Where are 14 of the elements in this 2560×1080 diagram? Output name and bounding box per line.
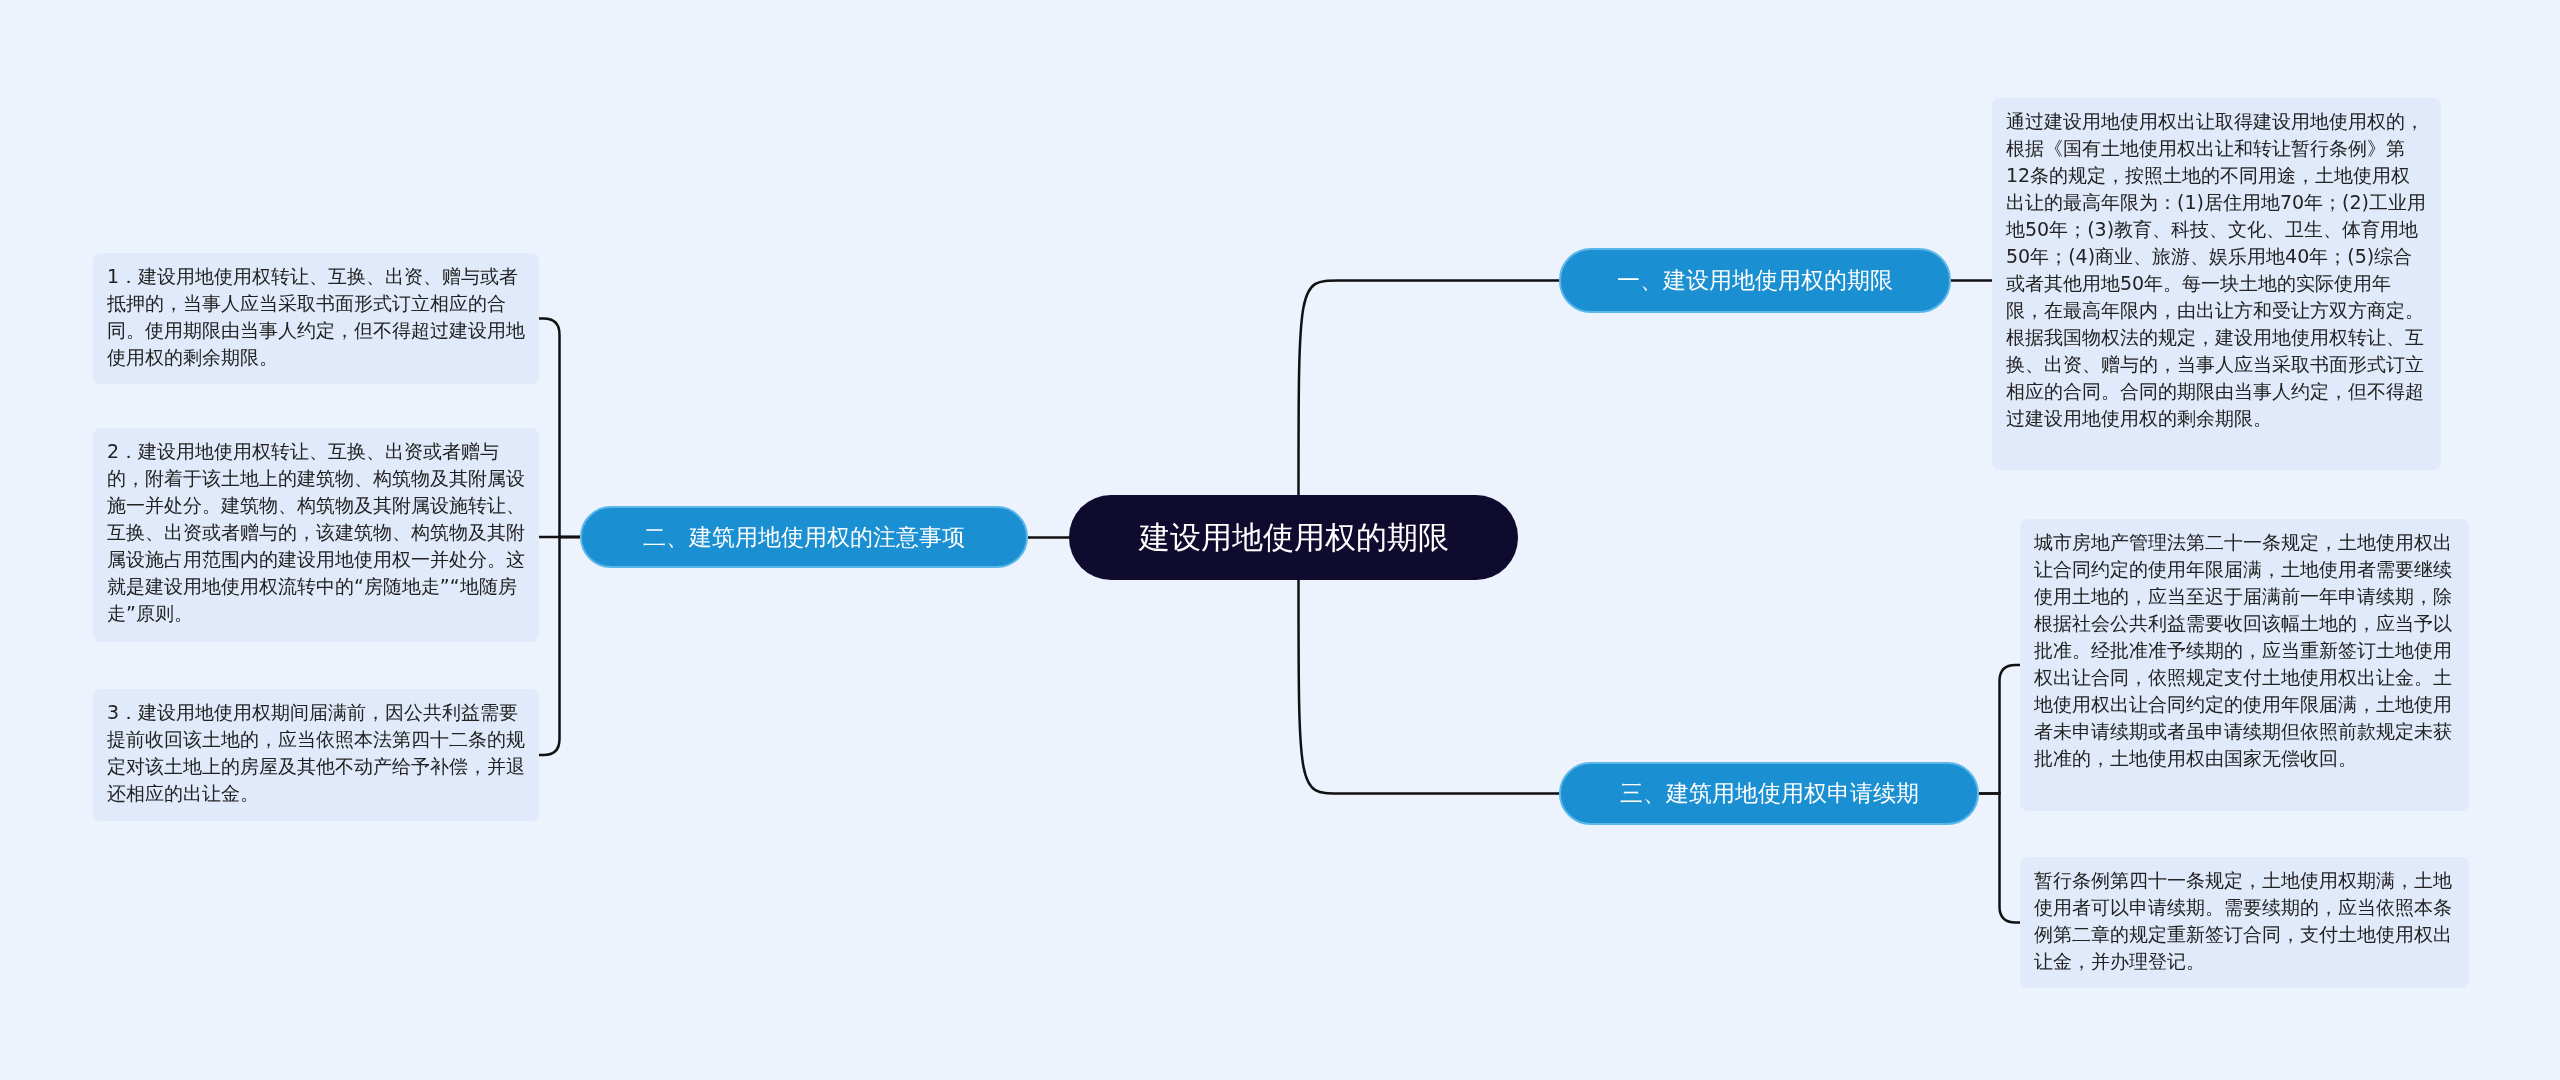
text-card: 3．建设用地使用权期间届满前，因公共利益需要提前收回该土地的，应当依照本法第四十二条的规定对该土地上的房屋及其他不动产给予补偿，并退还相应的出让金。 (93, 689, 539, 821)
text-card: 暂行条例第四十一条规定，土地使用权期满，土地使用者可以申请续期。需要续期的，应当依照本条例第二章的规定重新签订合同，支付土地使用权出让金，并办理登记。 (2020, 857, 2469, 988)
connector-line (1297, 580, 1559, 795)
branch-topic: 二、建筑用地使用权的注意事项 (580, 506, 1028, 568)
text-card: 城市房地产管理法第二十一条规定，土地使用权出让合同约定的使用年限届满，土地使用者需要继续使用土地的，应当至迟于届满前一年申请续期，除根据社会公共利益需要收回该幅土地的，应当予以批准。经批准准予续期的，应当重新签订土地使用权出让合同，依照规定支付土地使用权出让金。土地使用权出让合同约定的使用年限届满，土地使用者未申请续期或者虽申请续期但依照前款规定未获批准的，土地使用权由国家无偿收回。 (2020, 519, 2469, 811)
connector-line (1951, 279, 1992, 282)
text-card: 2．建设用地使用权转让、互换、出资或者赠与的，附着于该土地上的建筑物、构筑物及其附属设施一并处分。建筑物、构筑物及其附属设施转让、互换、出资或者赠与的，该建筑物、构筑物及其附属设施占用范围内的建设用地使用权一并处分。这就是建设用地使用权流转中的“房随地走”“地随房走”原则。 (93, 428, 539, 642)
central-topic: 建设用地使用权的期限 (1069, 495, 1518, 580)
connector-line (1297, 279, 1559, 495)
connector-line (1028, 536, 1069, 539)
branch-topic: 一、建设用地使用权的期限 (1559, 248, 1951, 313)
text-card: 1．建设用地使用权转让、互换、出资、赠与或者抵押的，当事人应当采取书面形式订立相应的合同。使用期限由当事人约定，但不得超过建设用地使用权的剩余期限。 (93, 253, 539, 384)
text-card: 通过建设用地使用权出让取得建设用地使用权的，根据《国有土地使用权出让和转让暂行条例》第12条的规定，按照土地的不同用途，土地使用权出让的最高年限为：(1)居住用地70年；(2)工业用地50年；(3)教育、科技、文化、卫生、体育用地50年；(4)商业、旅游、娱乐用地40年；(5)综合或者其他用地50年。每一块土地的实际使用年限，在最高年限内，由出让方和受让方双方商定。根据我国物权法的规定，建设用地使用权转让、互换、出资、赠与的，当事人应当采取书面形式订立相应的合同。合同的期限由当事人约定，但不得超过建设用地使用权的剩余期限。 (1992, 98, 2441, 470)
branch-topic: 三、建筑用地使用权申请续期 (1559, 762, 1979, 825)
